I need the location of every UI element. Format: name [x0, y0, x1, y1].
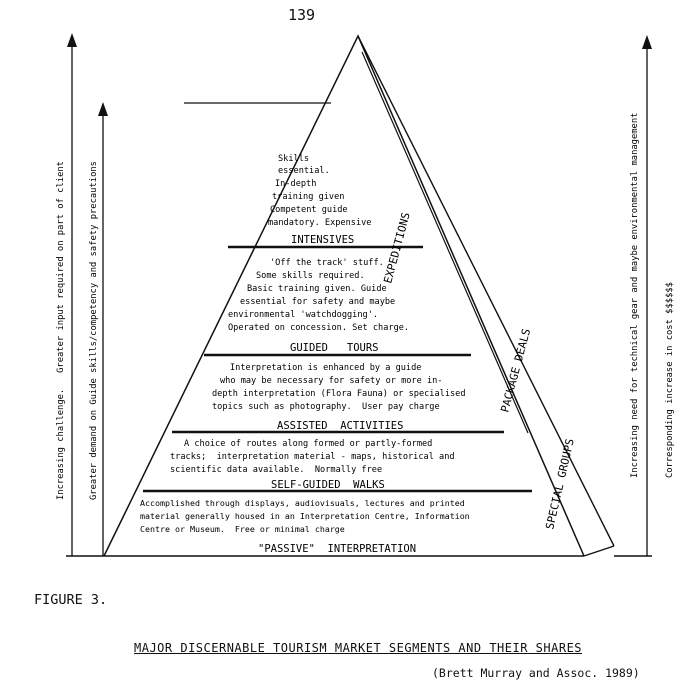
tier-line: Interpretation is enhanced by a guide: [230, 363, 421, 373]
figure-label: FIGURE 3.: [34, 592, 108, 608]
package-deals-divider: [361, 51, 529, 434]
tier-line: essential for safety and maybe: [240, 297, 395, 307]
tier-name: SELF-GUIDED WALKS: [271, 479, 385, 491]
outer-wedge-base: [583, 545, 615, 557]
tier-guided-tours: 'Off the track' stuff. Some skills requi…: [228, 258, 409, 354]
tier-line: mandatory. Expensive: [268, 218, 371, 228]
tier-line: A choice of routes along formed or partl…: [184, 439, 432, 449]
tier-self-guided-walks: A choice of routes along formed or partl…: [170, 439, 455, 491]
left-outer-arrowhead: [67, 33, 77, 47]
page-number: 139: [288, 6, 316, 24]
tier-assisted-activities: Interpretation is enhanced by a guide wh…: [212, 363, 466, 432]
figure-credit: (Brett Murray and Assoc. 1989): [432, 666, 640, 680]
tier-line: Some skills required.: [256, 271, 365, 281]
tier-line: topics such as photography. User pay cha…: [212, 402, 440, 412]
tier-line: Centre or Museum. Free or minimal charge: [140, 524, 345, 534]
tier-line: Accomplished through displays, audiovisu…: [140, 498, 465, 508]
tier-line: Basic training given. Guide: [247, 284, 387, 294]
pyramid-outline: [103, 34, 585, 557]
tier-line: Skills: [278, 154, 309, 164]
tier-line: tracks; interpretation material - maps, …: [170, 452, 455, 462]
special-groups-label: SPECIAL GROUPS: [543, 437, 577, 530]
tier-line: In-depth: [275, 179, 316, 189]
tier-line: who may be necessary for safety or more …: [220, 376, 442, 386]
tier-line: scientific data available. Normally free: [170, 465, 382, 475]
tier-name: ASSISTED ACTIVITIES: [277, 420, 403, 432]
tier-intensives: Skills essential. In-depth training give…: [268, 154, 371, 246]
tier-line: environmental 'watchdogging'.: [228, 310, 378, 320]
outer-wedge-edge: [357, 35, 615, 547]
tier-name: "PASSIVE" INTERPRETATION: [258, 543, 416, 555]
right-outer-arrowhead: [642, 35, 652, 49]
tier-name: INTENSIVES: [291, 234, 354, 246]
tier-name: GUIDED TOURS: [290, 342, 379, 354]
tier-line: 'Off the track' stuff.: [270, 258, 384, 268]
figure-caption: MAJOR DISCERNABLE TOURISM MARKET SEGMENT…: [134, 641, 583, 655]
left-outer-axis-label: Increasing challenge. Greater input requ…: [56, 161, 66, 500]
left-inner-arrowhead: [98, 102, 108, 116]
tier-line: essential.: [278, 166, 330, 176]
left-inner-axis-label: Greater demand on Guide skills/competenc…: [89, 161, 99, 500]
tier-line: Operated on concession. Set charge.: [228, 323, 409, 333]
tier-line: training given: [272, 192, 344, 202]
right-inner-axis-label: Increasing need for technical gear and m…: [630, 113, 640, 478]
right-outer-axis-label: Corresponding increase in cost $$$$$$: [665, 282, 675, 478]
tier-line: material generally housed in an Interpre…: [140, 511, 470, 521]
tier-line: depth interpretation (Flora Fauna) or sp…: [212, 389, 466, 399]
tier-passive-interpretation: Accomplished through displays, audiovisu…: [140, 498, 470, 555]
tier-line: Competent guide: [270, 205, 348, 215]
